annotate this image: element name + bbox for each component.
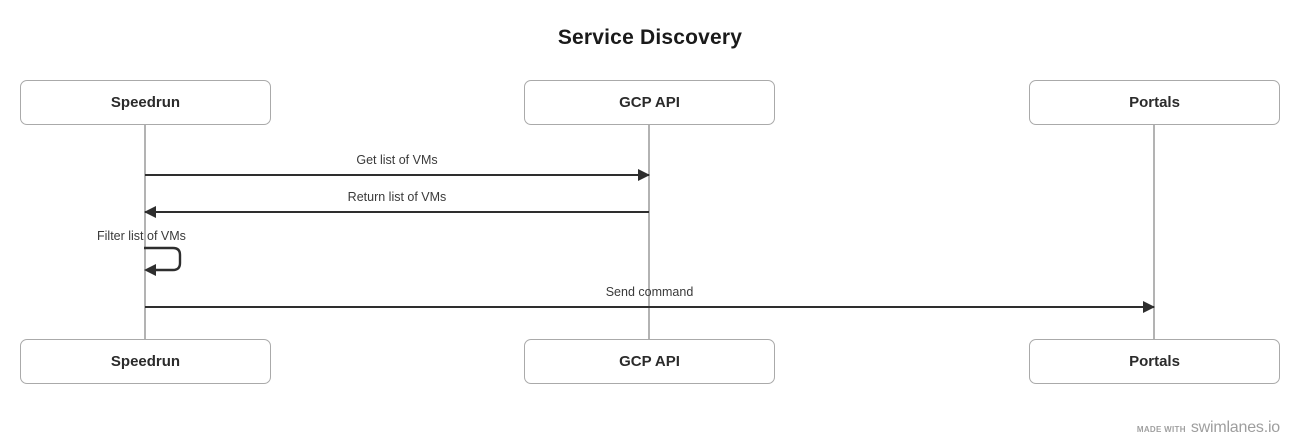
participant-box-gcp-api-bottom[interactable]: GCP API	[524, 339, 775, 384]
participant-box-portals-top[interactable]: Portals	[1029, 80, 1280, 125]
message-line	[145, 174, 649, 176]
page-title: Service Discovery	[557, 26, 743, 49]
participant-label-gcp-api-top: GCP API	[619, 94, 680, 111]
arrowhead-right-icon	[638, 169, 650, 181]
participant-label-portals-bottom: Portals	[1129, 353, 1180, 370]
arrowhead-right-icon	[1143, 301, 1155, 313]
watermark-brand-link[interactable]: swimlanes.io	[1190, 419, 1280, 436]
participant-label-portals-top: Portals	[1129, 94, 1180, 111]
message-label: Return list of VMs	[347, 190, 447, 204]
message-line	[145, 306, 1154, 308]
participant-box-speedrun-top[interactable]: Speedrun	[20, 80, 271, 125]
message-line	[145, 211, 649, 213]
self-loop-arrow-icon	[144, 246, 182, 276]
message-label: Filter list of VMs	[97, 229, 186, 243]
message-label: Get list of VMs	[356, 153, 438, 167]
watermark-made-with-label: Made with	[1136, 425, 1186, 434]
message-label: Send command	[605, 285, 694, 299]
participant-box-gcp-api-top[interactable]: GCP API	[524, 80, 775, 125]
participant-label-gcp-api-bottom: GCP API	[619, 353, 680, 370]
watermark[interactable]: Made with swimlanes.io	[1137, 420, 1280, 436]
arrowhead-left-icon	[144, 206, 156, 218]
participant-box-speedrun-bottom[interactable]: Speedrun	[20, 339, 271, 384]
message-filter-list-of-vms[interactable]: Filter list of VMs	[97, 228, 227, 276]
participant-box-portals-bottom[interactable]: Portals	[1029, 339, 1280, 384]
participant-label-speedrun-top: Speedrun	[110, 94, 181, 111]
lifeline-speedrun	[144, 124, 146, 339]
lifeline-portals	[1153, 124, 1155, 339]
lifeline-gcp-api	[648, 124, 650, 339]
participant-label-speedrun-bottom: Speedrun	[110, 353, 181, 370]
